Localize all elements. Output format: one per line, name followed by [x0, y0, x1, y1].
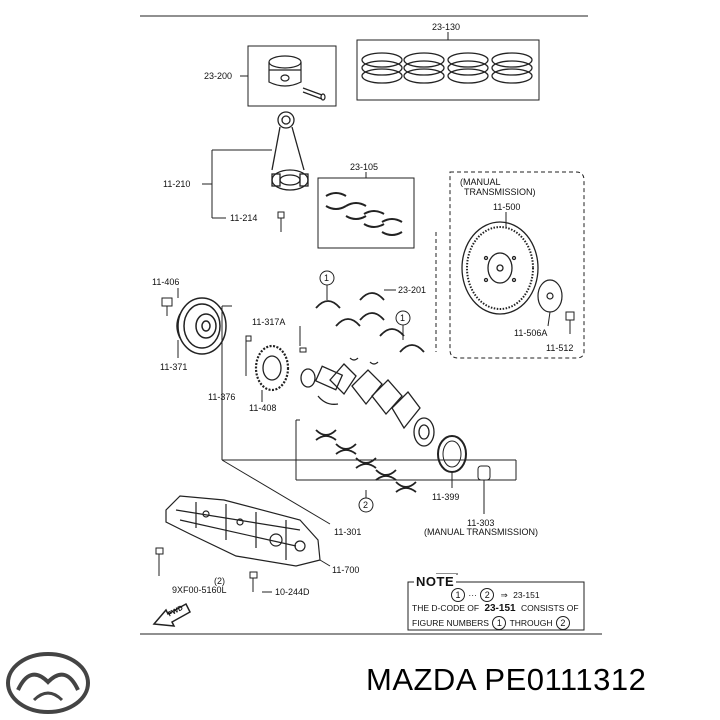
label-bolt-part: 9XF00-5160L: [172, 585, 227, 595]
timing-bolt-icon: [245, 335, 252, 342]
label-rear-seal: 11-399: [432, 492, 460, 502]
note-box: [407, 581, 585, 631]
manual-trans-box: [449, 171, 585, 359]
mazda-logo: [6, 652, 90, 714]
circle-1-top-label: 1: [324, 273, 330, 283]
note-through: THROUGH: [509, 618, 553, 628]
label-rod-bolt: 11-214: [230, 213, 258, 223]
note-code-1: 23-151: [513, 590, 540, 600]
flywheel-icon: [461, 221, 539, 315]
rod-bolt-icon: [277, 211, 285, 232]
label-flywheel: 11-500: [493, 202, 521, 212]
label-oil-pan-assembly: 11-700: [332, 565, 360, 575]
flywheel-plate-icon: [537, 279, 563, 313]
stud-icon: [249, 571, 258, 592]
piston-box: [247, 45, 337, 107]
note-line-3a: FIGURE NUMBERS: [412, 618, 489, 628]
pulley-bolt-icon: [161, 297, 173, 316]
note-circle-2: 2: [480, 588, 495, 602]
crankshaft-icon: [300, 363, 435, 447]
note-line-2b: CONSISTS OF: [520, 603, 579, 613]
note-arrow: ⇒: [500, 590, 508, 600]
label-main-bearing: 11-301: [334, 527, 362, 537]
crank-pulley-icon: [176, 297, 227, 355]
label-flywheel-bolt: 11-512: [546, 343, 574, 353]
note-line-2: THE D-CODE OF 23-151 CONSISTS OF: [412, 603, 579, 614]
label-timing-plate: 11-408: [249, 403, 277, 413]
note-code-2: 23-151: [484, 603, 516, 614]
rear-seal-icon: [437, 435, 467, 473]
pan-bolt-icon: [155, 547, 164, 576]
label-timing-plate-bolt: 11-376: [208, 392, 236, 402]
fwd-arrow-icon: [152, 602, 191, 627]
timing-plate-icon: [254, 344, 290, 392]
label-stud: 10-244D: [275, 587, 310, 597]
oil-pan-assembly-icon: [165, 495, 321, 567]
label-pilot-bearing: 11-303: [467, 518, 495, 528]
flywheel-bolt-icon: [565, 311, 575, 334]
key-icon: [299, 347, 307, 353]
label-manual-top: (MANUAL: [460, 177, 501, 187]
note-circle-1: 1: [451, 588, 465, 602]
thrust-bearing-icon: [315, 292, 425, 365]
piston-icon: [268, 55, 326, 101]
label-rings: 23-130: [432, 22, 461, 32]
part-number-caption: MAZDA PE0111312: [366, 662, 647, 697]
circle-2-bottom-label: 2: [363, 500, 369, 510]
label-rod-bearing: 23-105: [350, 162, 379, 172]
label-piston: 23-200: [204, 71, 233, 81]
label-flywheel-plate: 11-506A: [514, 328, 548, 338]
label-thrust-bearing: 23-201: [398, 285, 427, 295]
note-circle-3: 1: [492, 616, 507, 630]
circle-1-right-label: 1: [400, 313, 406, 323]
label-pulley: 11-371: [160, 362, 188, 372]
note-line-1: 1 ··· 2 ⇒ 23-151: [450, 588, 540, 602]
label-pulley-bolt: 11-406: [152, 277, 180, 287]
label-transmission-top: TRANSMISSION): [464, 187, 536, 197]
label-key: 11-317A: [252, 317, 286, 327]
pilot-bearing-icon: [477, 465, 491, 481]
note-line-3: FIGURE NUMBERS 1 THROUGH 2: [412, 616, 571, 630]
main-bearing-icon: [315, 429, 417, 493]
note-line-2a: THE D-CODE OF: [412, 603, 480, 613]
piston-rings-icon: [361, 52, 533, 84]
connecting-rod-icon: [271, 111, 309, 191]
rod-bearing-icon: [325, 192, 403, 236]
label-rod: 11-210: [163, 179, 191, 189]
note-dots: ···: [468, 590, 477, 600]
label-manual-trans-pilot: (MANUAL TRANSMISSION): [424, 527, 539, 537]
note-title: NOTE: [414, 574, 457, 589]
label-bolt-qty: (2): [214, 576, 225, 586]
note-circle-4: 2: [555, 616, 570, 630]
